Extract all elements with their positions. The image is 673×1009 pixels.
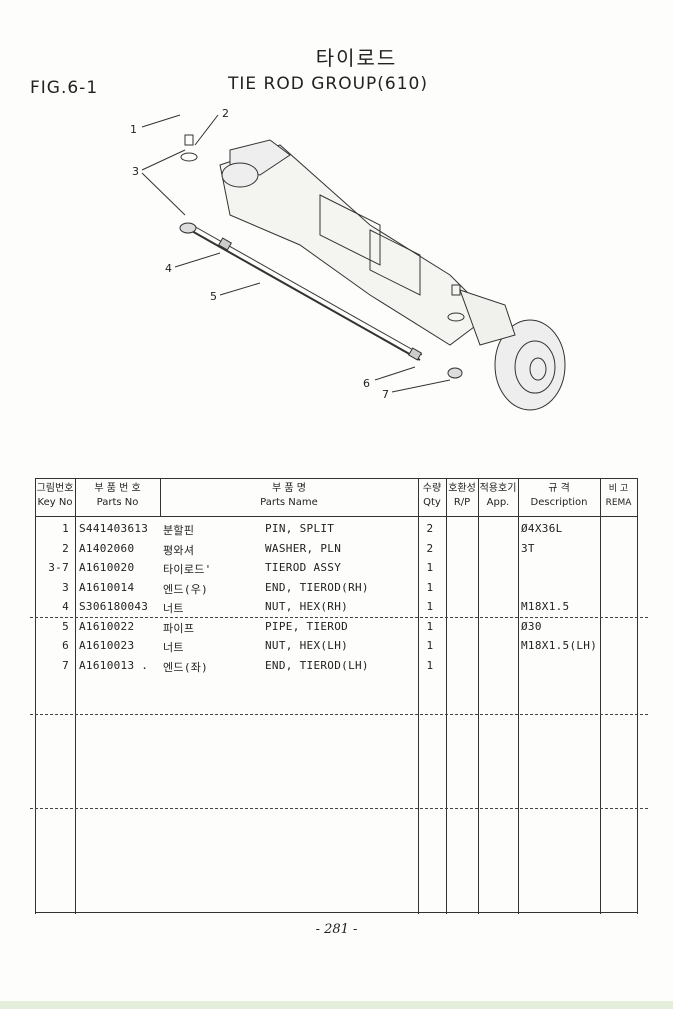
cell-key: 3-7 xyxy=(48,561,69,574)
cell-part-no: S306180043 xyxy=(79,600,149,613)
cell-part-no: A1610013 . xyxy=(79,658,149,672)
cell-name-ko: 너트 xyxy=(163,602,184,615)
cell-part-no: A1610014 xyxy=(79,580,135,594)
cell-description: M18X1.5(LH) xyxy=(521,639,598,652)
cell-key: 3 xyxy=(62,580,69,594)
cell-name-ko: 분할핀 xyxy=(163,524,195,537)
cell-name-ko: 파이프 xyxy=(163,621,195,635)
cell-qty: 2 xyxy=(426,541,434,555)
tie-rod-diagram: 1 2 3 4 5 6 7 xyxy=(130,107,566,411)
cell-qty: 1 xyxy=(426,658,434,672)
cell-qty: 1 xyxy=(426,580,434,594)
cell-part-no: A1402060 xyxy=(79,541,135,555)
cell-part-no: S441403613 xyxy=(79,522,149,535)
cell-key: 1 xyxy=(62,522,69,535)
cell-name-ko: 엔드(좌) xyxy=(163,660,209,674)
cell-name-en: PIPE, TIEROD xyxy=(265,619,349,633)
cell-qty: 2 xyxy=(426,522,434,535)
cell-key: 6 xyxy=(62,639,69,652)
cell-name-ko: 평와셔 xyxy=(163,543,195,557)
cell-key: 2 xyxy=(62,541,69,555)
cell-name-en: END, TIEROD(LH) xyxy=(265,658,369,672)
cell-name-en: TIEROD ASSY xyxy=(265,561,342,574)
cell-description: 3T xyxy=(521,541,535,555)
cell-name-en: PIN, SPLIT xyxy=(265,522,335,535)
cell-name-en: END, TIEROD(RH) xyxy=(265,580,369,594)
cell-key: 4 xyxy=(62,600,69,613)
callout-1: 1 xyxy=(130,123,137,136)
title-english: TIE ROD GROUP(610) xyxy=(228,74,429,94)
cell-name-en: NUT, HEX(RH) xyxy=(265,600,349,613)
figure-number: FIG.6-1 xyxy=(30,78,99,98)
cell-key: 7 xyxy=(62,658,69,672)
cell-part-no: A1610020 xyxy=(79,561,135,574)
cell-name-en: NUT, HEX(LH) xyxy=(265,639,349,652)
title-korean: 타이로드 xyxy=(315,46,398,70)
cell-description: Ø4X36L xyxy=(521,522,563,535)
callout-6: 6 xyxy=(363,377,370,390)
cell-description: M18X1.5 xyxy=(521,600,570,613)
cell-part-no: A1610023 xyxy=(79,639,135,652)
cell-key: 5 xyxy=(62,619,69,633)
callout-5: 5 xyxy=(210,290,217,303)
cell-name-ko: 엔드(우) xyxy=(163,582,209,596)
cell-part-no: A1610022 xyxy=(79,619,135,633)
page-footer-strip xyxy=(0,1001,673,1009)
cell-qty: 1 xyxy=(426,619,434,633)
cell-name-en: WASHER, PLN xyxy=(265,541,342,555)
cell-name-ko: 너트 xyxy=(163,641,184,654)
cell-name-ko: 타이로드' xyxy=(163,563,212,576)
cell-qty: 1 xyxy=(426,600,434,613)
page-number: - 281 - xyxy=(315,922,358,937)
callout-7: 7 xyxy=(382,388,389,401)
callout-3: 3 xyxy=(132,165,139,178)
callout-4: 4 xyxy=(165,262,172,275)
cell-qty: 1 xyxy=(426,639,434,652)
cell-qty: 1 xyxy=(426,561,434,574)
cell-description: Ø30 xyxy=(521,619,542,633)
callout-2: 2 xyxy=(222,107,229,120)
